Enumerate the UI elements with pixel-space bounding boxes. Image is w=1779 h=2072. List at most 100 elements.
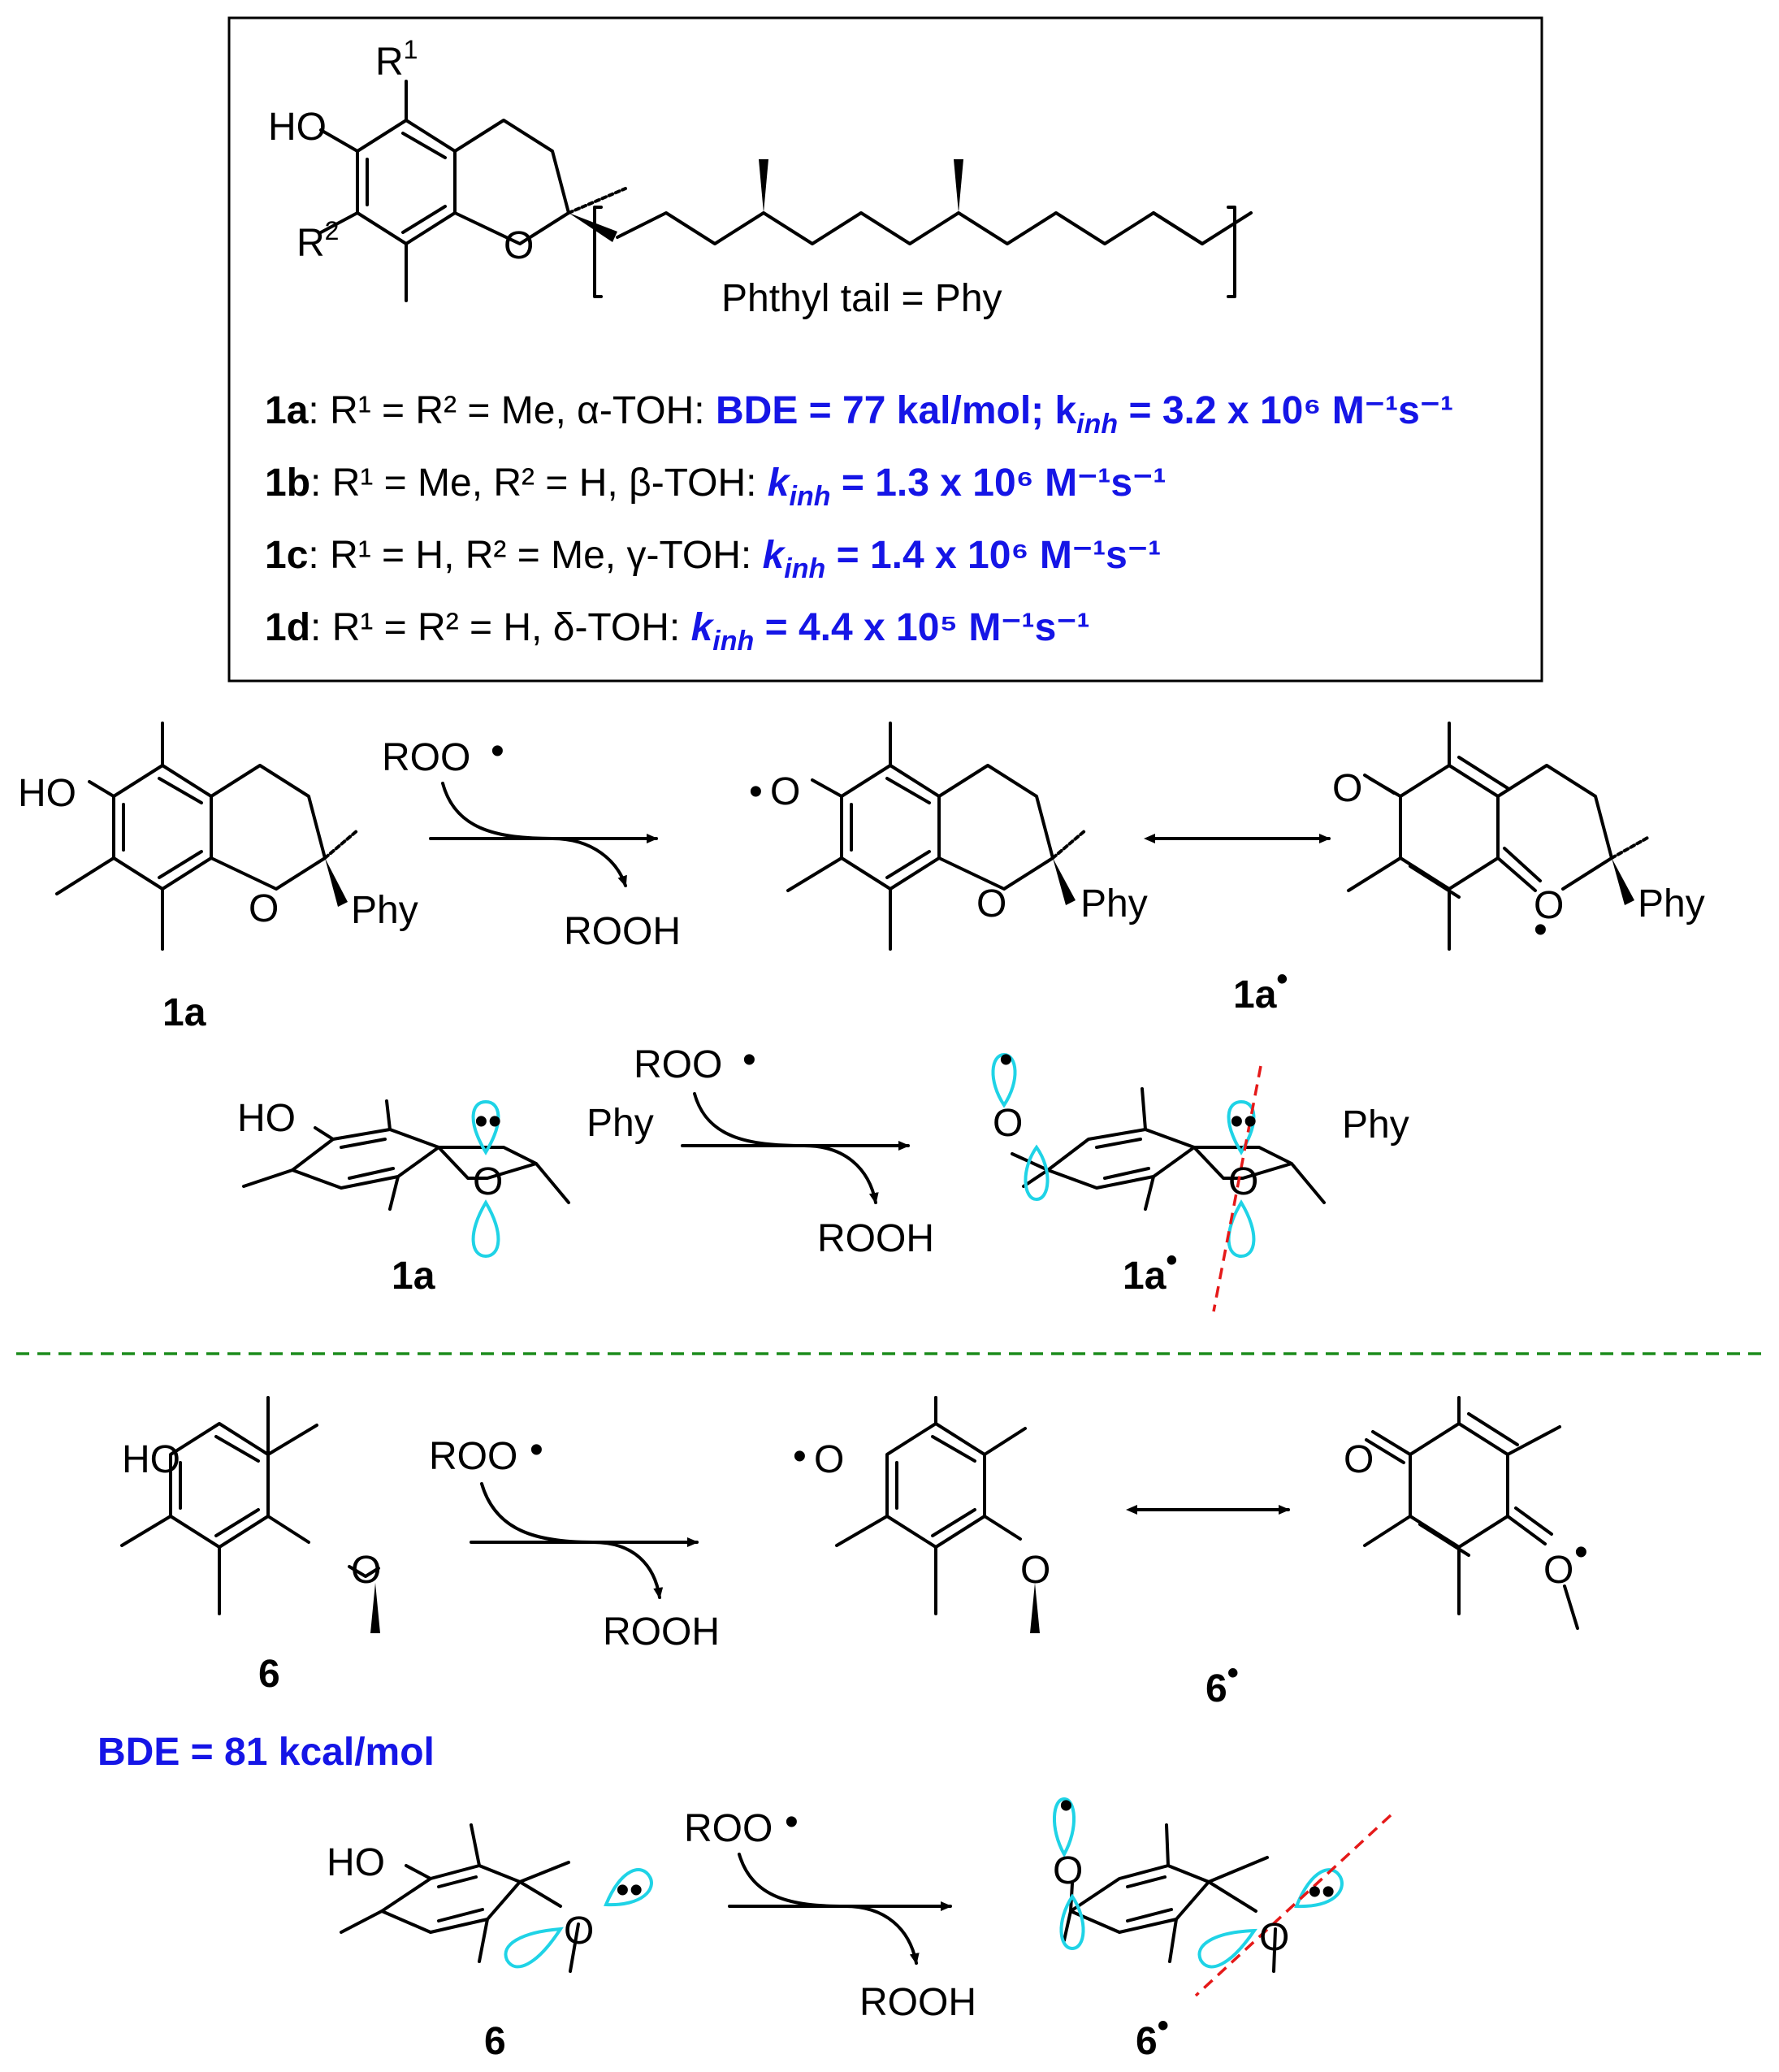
structure-6-radical bbox=[835, 1396, 1040, 1633]
tail-caption: Phthyl tail = Phy bbox=[721, 277, 1002, 320]
orb6r-dot: • bbox=[1059, 1784, 1073, 1827]
structure-6-orbital bbox=[340, 1823, 580, 1973]
res-dot-1: • bbox=[1534, 908, 1547, 951]
label-1a-radical: 1a• bbox=[1233, 961, 1288, 1016]
label-6-rad-orb-text: 6 bbox=[1136, 2020, 1158, 2063]
label-1a-rad-orb-text: 1a bbox=[1123, 1255, 1167, 1298]
structure-1a-radical bbox=[786, 722, 1087, 951]
roo-3: ROO bbox=[429, 1435, 517, 1478]
rooh-1: ROOH bbox=[564, 910, 681, 953]
6-ho: HO bbox=[122, 1438, 180, 1481]
row-1c-rest: = 1.4 x 10⁶ M⁻¹s⁻¹ bbox=[825, 534, 1161, 577]
structure-1a-orbital bbox=[242, 1099, 570, 1211]
orb2-dot: • bbox=[999, 1038, 1013, 1082]
svg-text:1c: R¹ = H, R² = Me, γ-TOH: ki: 1c: R¹ = H, R² = Me, γ-TOH: kinh = 1.4 x… bbox=[265, 534, 1161, 584]
ho-label: HO bbox=[268, 106, 327, 149]
axis-dash-1a bbox=[1212, 1065, 1262, 1312]
row-1d-sub: inh bbox=[712, 626, 754, 657]
row-1b-id: 1b bbox=[265, 462, 310, 505]
rad-o-1: O bbox=[770, 770, 800, 813]
reaction-arrow-4 bbox=[728, 1853, 952, 1965]
structure-6-radical-orbital bbox=[1063, 1823, 1277, 1973]
row-1c-data: k bbox=[763, 534, 786, 577]
bde-6: BDE = 81 kcal/mol bbox=[97, 1731, 435, 1774]
orb1-phy: Phy bbox=[587, 1102, 654, 1145]
orbital-6-rad-lower bbox=[1197, 1928, 1257, 1969]
label-6-rad-orb: 6• bbox=[1136, 2008, 1169, 2063]
row-1a-data: BDE = 77 kal/mol; k bbox=[716, 389, 1076, 432]
r1-sup: 1 bbox=[404, 35, 418, 64]
orbital-6-lower bbox=[504, 1927, 564, 1969]
orb6r-pair: •• bbox=[1308, 1870, 1335, 1914]
orb2-o: O bbox=[993, 1102, 1023, 1145]
roo-dot-4: • bbox=[785, 1801, 799, 1844]
row-1d-data: k bbox=[691, 606, 715, 649]
tocopherol-data-rows: 1a: R¹ = R² = Me, α-TOH: BDE = 77 kal/mo… bbox=[265, 389, 1453, 657]
orb2-phy: Phy bbox=[1342, 1103, 1409, 1147]
res6-o: O bbox=[1344, 1438, 1374, 1481]
row-1c-id: 1c bbox=[265, 534, 308, 577]
orbital-6-rad-upper bbox=[1294, 1868, 1344, 1909]
orb6r-o: O bbox=[1053, 1849, 1083, 1892]
row-1d-desc: : R¹ = R² = H, δ-TOH: bbox=[310, 606, 691, 649]
label-6-radical-dot: • bbox=[1227, 1655, 1239, 1691]
row-1a-rest: = 3.2 x 10⁶ M⁻¹s⁻¹ bbox=[1118, 389, 1453, 432]
label-1a-rad-orb: 1a• bbox=[1123, 1242, 1177, 1298]
rad6-dot: • bbox=[793, 1435, 807, 1478]
row-1d-id: 1d bbox=[265, 606, 310, 649]
res-phy-1: Phy bbox=[1638, 882, 1705, 925]
structure-6-resonance bbox=[1363, 1396, 1579, 1630]
rad-phy-1: Phy bbox=[1080, 882, 1148, 925]
orbital-6-rad-o-down bbox=[1059, 1893, 1085, 1951]
res-o-1: O bbox=[1332, 767, 1362, 810]
label-6-radical-text: 6 bbox=[1205, 1667, 1227, 1710]
orbital-1a-rad-up bbox=[1227, 1099, 1256, 1155]
res6-dot: • bbox=[1574, 1531, 1588, 1574]
roo-4: ROO bbox=[684, 1807, 773, 1850]
roo-dot-2: • bbox=[742, 1038, 756, 1082]
tocopherol-box bbox=[227, 16, 1543, 683]
structure-6 bbox=[120, 1396, 380, 1633]
1a-ho: HO bbox=[18, 772, 76, 815]
r1-label: R bbox=[375, 41, 404, 84]
row-1a-id: 1a bbox=[265, 389, 309, 432]
row-1a-sub: inh bbox=[1076, 409, 1118, 440]
label-6-radical: 6• bbox=[1205, 1655, 1239, 1710]
label-1a-rad-orb-dot: • bbox=[1166, 1242, 1177, 1278]
label-1a-radical-dot: • bbox=[1276, 961, 1288, 997]
svg-text:1d: R¹ = R² = H, δ-TOH: kinh =: 1d: R¹ = R² = H, δ-TOH: kinh = 4.4 x 10⁵… bbox=[265, 606, 1090, 657]
orb1-ho: HO bbox=[237, 1097, 296, 1140]
row-1b-rest: = 1.3 x 10⁶ M⁻¹s⁻¹ bbox=[830, 462, 1166, 505]
row-1b-sub: inh bbox=[790, 481, 831, 512]
roo-dot-3: • bbox=[530, 1428, 543, 1472]
roo-1: ROO bbox=[382, 736, 470, 779]
r2-label: R bbox=[296, 222, 325, 265]
svg-text:R2: R2 bbox=[296, 216, 339, 265]
label-1a: 1a bbox=[162, 991, 206, 1034]
res-ring-o-1: O bbox=[1534, 884, 1564, 927]
reaction-arrow-3 bbox=[470, 1482, 699, 1599]
orbital-1a-rad-o-up bbox=[991, 1052, 1017, 1108]
label-6: 6 bbox=[258, 1653, 280, 1696]
rad-ring-o-1: O bbox=[976, 882, 1006, 925]
structure-1a-resonance bbox=[1347, 722, 1651, 951]
structure-1a-radical-orbital bbox=[1011, 1087, 1326, 1211]
label-1a-radical-text: 1a bbox=[1233, 973, 1277, 1016]
roo-2: ROO bbox=[634, 1043, 722, 1086]
orb6-o: O bbox=[564, 1909, 594, 1953]
label-1a-orb: 1a bbox=[392, 1255, 435, 1298]
rooh-4: ROOH bbox=[859, 1981, 976, 2024]
orbital-1a-rad-down bbox=[1227, 1199, 1256, 1259]
1a-phy: Phy bbox=[351, 889, 418, 932]
6-o: O bbox=[351, 1549, 381, 1592]
orb2-pair: •• bbox=[1230, 1100, 1257, 1143]
rooh-2: ROOH bbox=[817, 1217, 934, 1260]
reaction-arrow-2 bbox=[681, 1092, 910, 1204]
orb1-o: O bbox=[473, 1160, 503, 1203]
orbital-1a-rad-o-down bbox=[1024, 1144, 1050, 1202]
structure-1a bbox=[55, 722, 359, 951]
axis-dash-6 bbox=[1194, 1814, 1392, 1997]
orb6r-me-o: O bbox=[1259, 1916, 1289, 1959]
roo-dot-1: • bbox=[491, 730, 504, 773]
